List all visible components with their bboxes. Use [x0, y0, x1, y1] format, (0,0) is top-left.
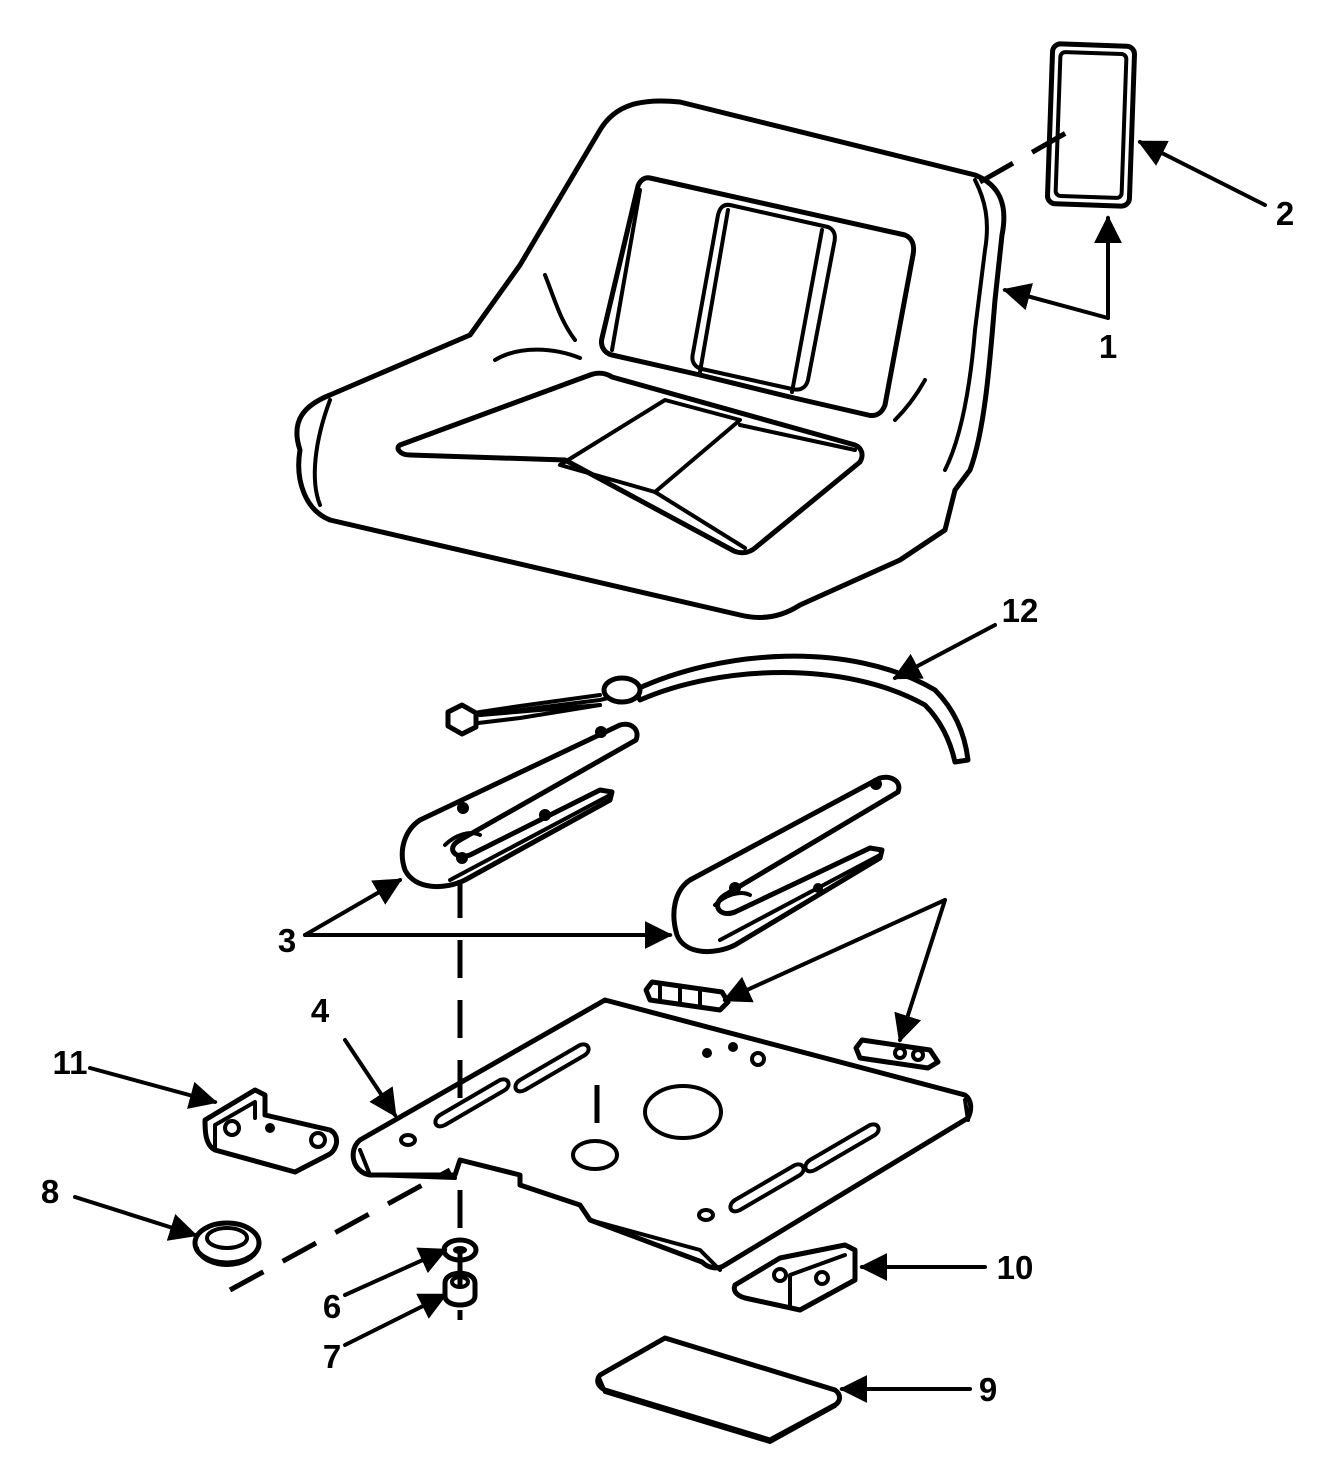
callout-1: 1 — [1099, 328, 1117, 365]
seat-switch-harness — [445, 653, 971, 765]
callout-9: 9 — [979, 1371, 997, 1408]
seat-pan — [294, 98, 1007, 621]
grommet — [192, 1220, 262, 1267]
callout-4: 4 — [311, 992, 330, 1029]
callout-12: 12 — [1002, 592, 1039, 629]
callout-10: 10 — [997, 1249, 1034, 1286]
callout-6: 6 — [323, 1288, 341, 1325]
bracket-right — [731, 1242, 858, 1313]
slide-rail-left — [399, 721, 640, 890]
seat-mounting-plate — [350, 997, 974, 1272]
leader-lines — [73, 140, 1267, 1403]
bracket-left — [202, 1087, 339, 1175]
callout-7: 7 — [323, 1338, 341, 1375]
callout-11: 11 — [53, 1044, 88, 1081]
floor-mat — [595, 1335, 842, 1444]
callout-8: 8 — [41, 1173, 59, 1210]
rail-clips — [643, 979, 941, 1071]
assembly-lines — [228, 122, 1082, 1320]
callout-2: 2 — [1276, 195, 1294, 232]
slide-rail-right — [671, 774, 902, 955]
callout-labels: 1 2 3 4 6 7 8 9 10 11 12 — [41, 195, 1294, 1408]
callout-3: 3 — [278, 922, 296, 959]
seat-decal — [1045, 41, 1137, 209]
